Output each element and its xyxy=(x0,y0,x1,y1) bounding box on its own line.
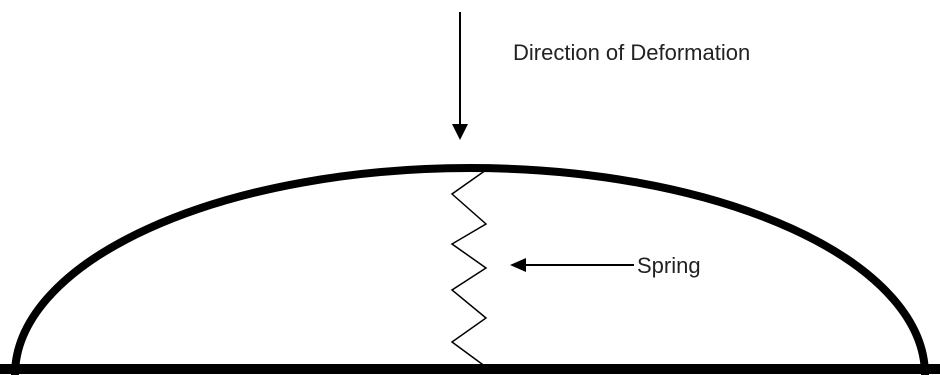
spring xyxy=(450,169,488,368)
deformation-arrow-head xyxy=(452,124,468,140)
spring-pointer-head xyxy=(510,258,526,272)
direction-label: Direction of Deformation xyxy=(513,40,750,65)
dome-outline xyxy=(11,164,929,375)
spring-label: Spring xyxy=(637,253,701,278)
